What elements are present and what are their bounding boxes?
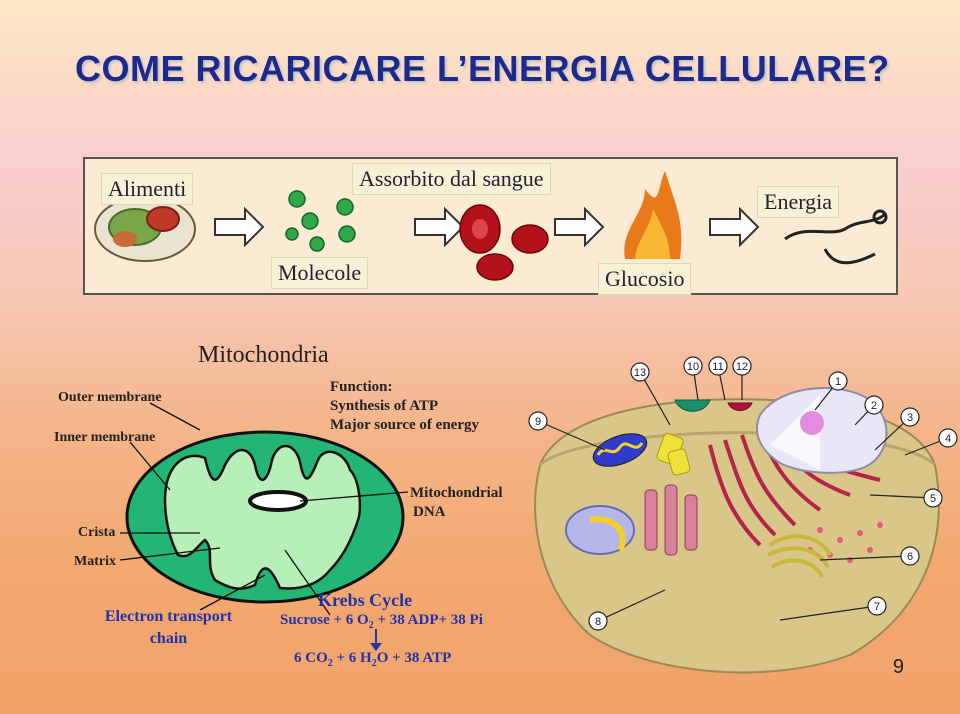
flow-illustrations	[94, 171, 888, 281]
marker-number-5: 5	[930, 493, 936, 505]
smooth-er	[644, 484, 698, 556]
golgi-apparatus	[767, 534, 832, 578]
inner-membrane-shape	[163, 444, 362, 590]
marker-circle-7	[867, 596, 887, 616]
marker-number-1: 1	[835, 376, 841, 388]
molecules-illustration	[285, 190, 356, 252]
marker-number-3: 3	[907, 412, 913, 424]
mitochondrial-dna-shape	[248, 490, 308, 512]
marker-circle-6	[900, 546, 920, 566]
eq2-part-b: + 6 H	[332, 650, 372, 666]
alimenti-label: Alimenti	[101, 173, 194, 205]
nucleus	[755, 387, 888, 474]
marker-number-11: 11	[712, 361, 723, 373]
electron-transport-label: Electron transport chain	[96, 606, 241, 650]
eq2-part-c: O + 38 ATP	[376, 650, 452, 666]
marker-number-8: 8	[595, 616, 601, 628]
equation-products: 6 CO2 + 6 H2O + 38 ATP	[294, 650, 451, 669]
marker-number-4: 4	[945, 433, 951, 445]
marker-number-7: 7	[874, 601, 880, 613]
marker-line-9	[537, 420, 606, 451]
marker-number-9: 9	[535, 416, 541, 428]
reaction-arrow-icon	[370, 629, 382, 651]
crista-label: Crista	[78, 525, 116, 540]
food-illustration	[94, 196, 196, 262]
marker-circle-3	[900, 407, 920, 427]
mito-dna-line-2: DNA	[413, 504, 446, 520]
marker-line-6	[819, 555, 911, 561]
marker-line-13	[639, 371, 671, 426]
mito-dna-line-1: Mitochondrial	[410, 485, 503, 501]
function-label: Function:	[330, 379, 393, 395]
etc-line-1: Electron transport	[104, 608, 233, 625]
page-number: 9	[892, 656, 904, 678]
energia-label: Energia	[757, 186, 840, 218]
marker-number-13: 13	[634, 367, 646, 379]
inner-membrane-label: Inner membrane	[54, 430, 156, 445]
eq2-sub-1: 2	[327, 658, 333, 669]
function-line-2: Major source of energy	[330, 417, 479, 433]
energy-doodle-illustration	[784, 209, 888, 265]
flow-arrows	[214, 206, 760, 248]
energy-flow-diagram: Alimenti Assorbito dal sangue Energia Mo…	[83, 157, 898, 295]
marker-number-12: 12	[736, 361, 748, 373]
mitochondrion-drawing	[119, 402, 409, 616]
marker-circle-13	[630, 362, 650, 382]
eq1-part-b: + 38 ADP+ 38 Pi	[373, 612, 483, 628]
marker-line-8	[597, 589, 666, 622]
molecole-label: Molecole	[271, 257, 369, 289]
function-text: Function: Synthesis of ATP Major source …	[330, 378, 479, 435]
marker-circle-11	[708, 356, 728, 376]
eq1-part-a: Sucrose + 6 O	[280, 612, 369, 628]
marker-circle-4	[938, 428, 958, 448]
outer-membrane-label: Outer membrane	[58, 390, 162, 405]
marker-number-6: 6	[907, 551, 913, 563]
centrioles	[656, 433, 691, 476]
eq2-sub-2: 2	[371, 658, 377, 669]
label-pointers	[119, 402, 409, 616]
glucose-flame-illustration	[624, 171, 682, 259]
mito-dna-label: Mitochondrial DNA	[410, 484, 503, 522]
marker-line-7	[779, 605, 878, 621]
marker-circle-9	[528, 411, 548, 431]
marker-circle-12	[732, 356, 752, 376]
mitochondria-title: Mitochondria	[198, 342, 329, 368]
glucosio-label: Glucosio	[598, 263, 692, 295]
cell-mitochondrion	[592, 433, 648, 467]
marker-circle-8	[588, 611, 608, 631]
slide-title: COME RICARICARE L’ENERGIA CELLULARE?	[75, 48, 890, 89]
blood-cells-illustration	[459, 204, 549, 281]
marker-number-2: 2	[871, 400, 877, 412]
marker-circle-5	[923, 488, 943, 508]
eq1-sub: 2	[368, 620, 374, 631]
assorbito-label: Assorbito dal sangue	[352, 163, 551, 195]
marker-number-10: 10	[687, 361, 699, 373]
function-line-1: Synthesis of ATP	[330, 398, 439, 414]
marker-line-5	[869, 494, 934, 499]
vacuole	[565, 505, 635, 555]
equation-reactants: Sucrose + 6 O2 + 38 ADP+ 38 Pi	[280, 612, 483, 631]
etc-line-2: chain	[149, 630, 188, 647]
eq2-part-a: 6 CO	[294, 650, 328, 666]
marker-circle-2	[864, 395, 884, 415]
marker-circle-1	[828, 371, 848, 391]
krebs-cycle-label: Krebs Cycle	[318, 590, 413, 610]
marker-circle-10	[683, 356, 703, 376]
matrix-label: Matrix	[74, 554, 116, 569]
